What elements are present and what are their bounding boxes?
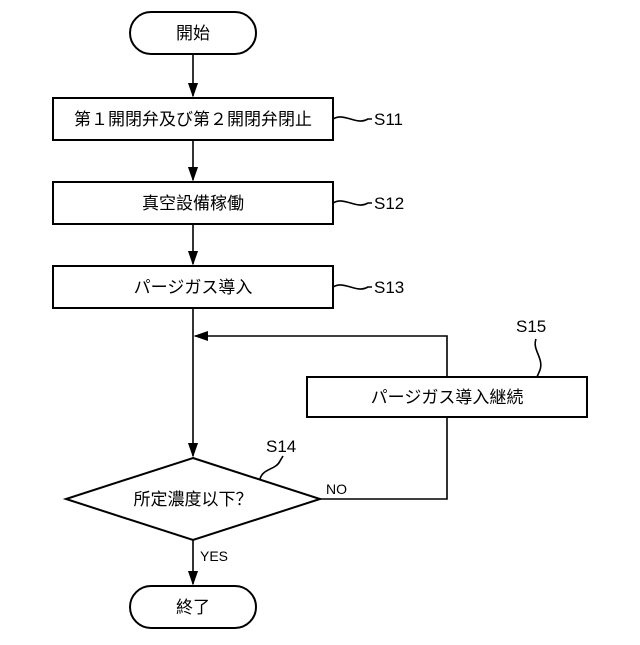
step-id-s11: S11 bbox=[374, 110, 403, 129]
process-box-s15: パージガス導入継続 bbox=[307, 377, 587, 417]
start-terminator: 開始 bbox=[130, 12, 256, 54]
leader-s13 bbox=[333, 285, 372, 289]
process-label-s13: パージガス導入 bbox=[134, 278, 253, 298]
no-branch-label: NO bbox=[326, 481, 347, 497]
step-id-s12: S12 bbox=[374, 194, 404, 213]
decision-diamond-s14: 所定濃度以下？ bbox=[66, 458, 320, 540]
leader-s12 bbox=[333, 201, 372, 205]
process-label-s11: 第１開閉弁及び第２開閉弁閉止 bbox=[74, 110, 312, 130]
loop-s15-to-main bbox=[195, 336, 447, 377]
process-box-s11: 第１開閉弁及び第２開閉弁閉止 bbox=[53, 98, 333, 140]
leader-s15 bbox=[535, 339, 541, 377]
step-id-s15: S15 bbox=[516, 317, 546, 336]
end-terminator: 終了 bbox=[130, 586, 256, 628]
leader-s14 bbox=[260, 456, 283, 479]
end-label: 終了 bbox=[176, 598, 210, 618]
process-box-s13: パージガス導入 bbox=[53, 266, 333, 308]
process-label-s12: 真空設備稼働 bbox=[142, 194, 244, 214]
yes-branch-label: YES bbox=[200, 548, 228, 564]
start-label: 開始 bbox=[176, 24, 210, 44]
leader-s11 bbox=[333, 117, 372, 121]
step-id-s13: S13 bbox=[374, 278, 404, 297]
decision-label: 所定濃度以下？ bbox=[134, 490, 253, 510]
step-id-s14: S14 bbox=[266, 437, 296, 456]
process-box-s12: 真空設備稼働 bbox=[53, 182, 333, 224]
process-label-s15: パージガス導入継続 bbox=[371, 388, 524, 408]
